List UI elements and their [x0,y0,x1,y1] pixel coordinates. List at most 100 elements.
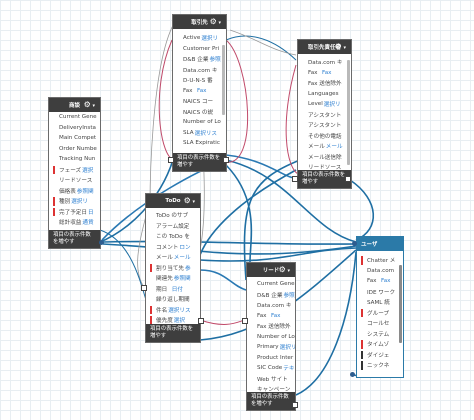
field-row[interactable]: システム [367,331,390,338]
field-row[interactable]: Customer Pri [183,45,220,52]
field-row[interactable]: Data.com [367,267,395,274]
connector-node [350,372,355,377]
card-header[interactable]: ユーザ [357,237,403,251]
field-row[interactable]: その他の電話 [308,133,342,140]
field-row[interactable]: メールメール [308,144,343,151]
field-row[interactable]: Product Inter [257,354,294,361]
gear-icon[interactable]: ⚙ [184,195,195,208]
scrollbar[interactable] [399,265,402,343]
field-row[interactable]: ニックネ [357,360,403,371]
field-row[interactable]: Fax 送信除外 [257,324,291,331]
field-row[interactable]: リードソース [59,178,93,185]
field-row[interactable]: Fax Fax [257,312,281,319]
field-row[interactable]: IDE ワーク [367,289,396,296]
field-row-required[interactable]: 件名選択リス [146,305,200,316]
field-row[interactable]: アラーム設定 [156,223,190,230]
connector-node [292,402,298,408]
field-row[interactable]: ToDo のサブ [156,213,189,220]
field-row[interactable]: ダイジェ [357,350,403,361]
field-row[interactable]: Current Gene [59,114,97,121]
card-header[interactable]: 商談 ⚙ [49,98,100,112]
field-row[interactable]: 価格表参照関 [59,188,94,195]
connector-node [352,241,357,246]
field-row[interactable]: Tracking Nun [59,156,96,163]
gear-icon[interactable]: ⚙ [335,41,346,54]
field-row[interactable]: リードソース [308,165,342,172]
field-row[interactable]: Number of Lo [183,119,221,126]
object-card-contact[interactable]: 取引先責任者 ⚙ Data.com キ Fax Fax Fax 送信除外 Lan… [297,39,352,189]
field-row-required[interactable]: フェーズ選択 [49,165,100,176]
field-row[interactable]: メール送信除 [308,154,342,161]
field-row[interactable]: Data.com キ [308,60,343,67]
field-row[interactable]: Fax Fax [308,69,332,76]
field-row[interactable]: Languages [308,90,339,97]
card-header[interactable]: ToDo ⚙ [146,194,200,208]
field-row[interactable]: 繰り返し期間 [156,297,190,304]
gear-icon[interactable]: ⚙ [84,99,95,112]
field-row[interactable]: この ToDo を [156,234,190,241]
field-row[interactable]: Current Gene [257,281,295,288]
field-row[interactable]: Fax Fax [183,87,207,94]
field-row[interactable]: キャンペーン [257,387,291,394]
field-row[interactable]: コメントロン [156,244,191,251]
field-row[interactable]: 期日 日付 [156,286,183,293]
field-list: ToDo のサブ アラーム設定 この ToDo を コメントロン メールメール … [146,208,200,326]
card-header[interactable]: リード ⚙ [247,263,295,277]
show-more-fields-button[interactable]: 項目の表示件数を増やす [298,170,351,188]
field-row[interactable]: Data.com キ [257,303,292,310]
show-more-fields-button[interactable]: 項目の表示件数を増やす [146,324,200,342]
field-row[interactable]: Main Compet [59,135,97,142]
field-row[interactable]: D-U-N-S 番 [183,78,213,85]
object-card-opportunity[interactable]: 商談 ⚙ Current Gene DeliveryInsta Main Com… [48,97,101,249]
field-row[interactable]: SAML 統 [367,300,390,307]
field-row[interactable]: D&B 企業参照 [257,292,295,299]
card-header[interactable]: 取引先 ⚙ [173,15,226,29]
field-row[interactable]: Order Numbe [59,145,97,152]
field-row[interactable]: Fax Fax [367,278,391,285]
field-row-required[interactable]: Chatter メ [357,255,403,266]
gear-icon[interactable]: ⚙ [210,16,221,29]
scrollbar[interactable] [347,60,350,165]
show-more-fields-button[interactable]: 項目の表示件数を増やす [173,153,226,171]
field-row[interactable]: Fax 送信除外 [308,81,342,88]
field-row-required[interactable]: タイムゾ [357,339,403,350]
field-row[interactable]: NAICS の説 [183,109,214,116]
field-row-required[interactable]: 割り当て先参 [146,263,200,274]
field-row[interactable]: Number of Lo [257,333,295,340]
field-list: Data.com キ Fax Fax Fax 送信除外 Languages Le… [298,54,351,173]
card-title: ユーザ [361,242,378,248]
field-row-required[interactable]: 完了予定日日 [49,207,100,218]
field-row[interactable]: SLA Expiratic [183,140,220,147]
field-row[interactable]: NAICS コー [183,99,214,106]
object-card-user[interactable]: ユーザ Chatter メ Data.com Fax Fax IDE ワーク S… [356,236,404,378]
card-title: 商談 [68,103,80,109]
field-row[interactable]: D&B 企業参照 [183,57,221,64]
field-row[interactable]: アシスタント [308,112,342,119]
field-row-required[interactable]: 優先度選択 [146,315,200,326]
scrollbar[interactable] [222,45,225,115]
gear-icon[interactable]: ⚙ [279,264,290,277]
show-more-fields-button[interactable]: 項目の表示件数を増やす [49,230,100,248]
show-more-fields-button[interactable]: 項目の表示件数を増やす [247,392,295,410]
card-header[interactable]: 取引先責任者 ⚙ [298,40,351,54]
field-row[interactable]: 関連先参照関 [156,276,191,283]
field-row[interactable]: Data.com キ [183,67,218,74]
object-card-todo[interactable]: ToDo ⚙ ToDo のサブ アラーム設定 この ToDo を コメントロン … [145,193,201,343]
field-row[interactable]: 総計収益 通貨 [59,220,94,227]
field-row[interactable]: Web サイト [257,376,288,383]
field-row[interactable]: メールメール [156,255,191,262]
field-row-required[interactable]: グループ [357,308,403,319]
field-row[interactable]: DeliveryInsta [59,124,96,131]
field-row-required[interactable]: 種別選択リ [49,196,100,207]
field-list: Current Gene D&B 企業参照 Data.com キ Fax Fax… [247,277,295,395]
field-row[interactable]: コールセ [367,321,390,328]
field-row[interactable]: アシスタント [308,123,342,130]
